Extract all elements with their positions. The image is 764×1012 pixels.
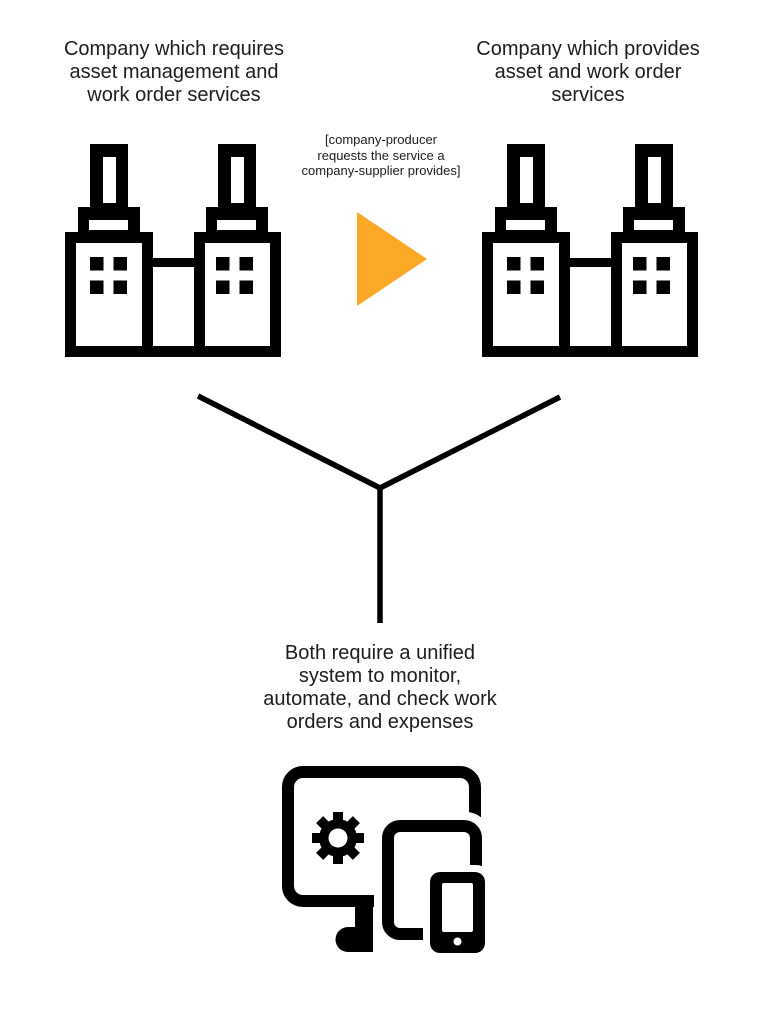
devices-gear-icon — [282, 766, 492, 960]
y-connector-lines — [196, 393, 562, 623]
unified-system-label: Both require a unified system to monitor… — [263, 642, 497, 733]
right-company-label: Company which provides asset and work or… — [476, 38, 700, 106]
factory-icon-right — [482, 144, 698, 357]
relationship-note: [company-producer requests the service a… — [301, 132, 461, 178]
arrow-right-icon — [357, 212, 427, 306]
left-company-label: Company which requires asset management … — [63, 38, 285, 106]
factory-icon-left — [65, 144, 281, 357]
